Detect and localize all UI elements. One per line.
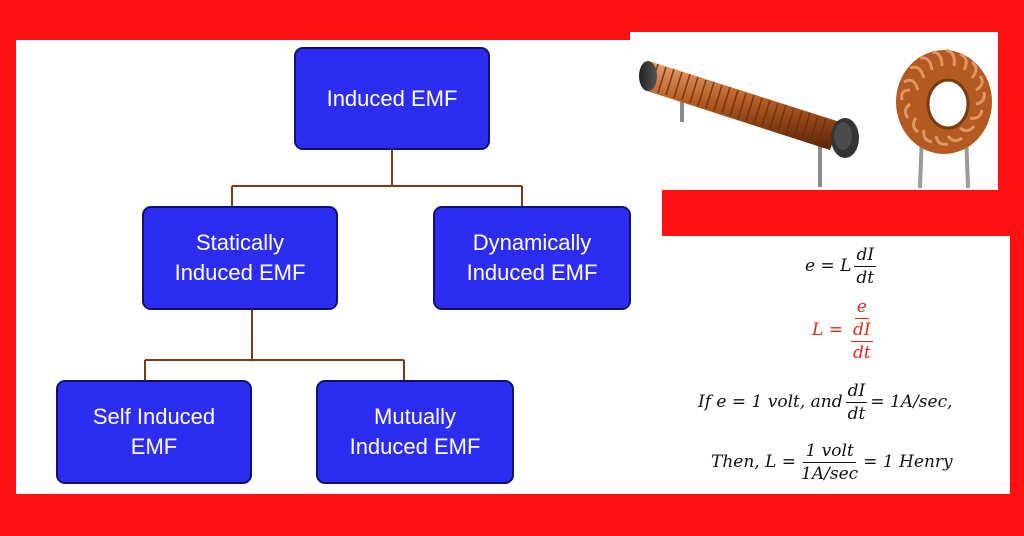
- equations-panel: [662, 236, 1010, 494]
- solenoid-coil-icon: [639, 61, 859, 187]
- eq3-post: = 1A/sec,: [870, 392, 953, 412]
- equation-inductance: L = e dI dt: [812, 292, 881, 368]
- toroid-coil-icon: [896, 48, 992, 189]
- eq2-den-num: dI: [850, 320, 873, 342]
- eq4-num: 1 volt: [803, 440, 856, 463]
- eq4-pre: Then, L =: [711, 452, 797, 472]
- eq3-fraction: dI dt: [845, 380, 868, 424]
- equation-emf: e = L dI dt: [805, 240, 879, 292]
- eq1-num: dI: [854, 244, 877, 267]
- inductor-photo-panel: [630, 32, 998, 190]
- node-dynamically-induced-emf: Dynamically Induced EMF: [433, 206, 631, 310]
- node-statically-induced-emf: Statically Induced EMF: [142, 206, 338, 310]
- eq3-den: dt: [847, 403, 866, 424]
- eq4-fraction: 1 volt 1A/sec: [799, 441, 860, 484]
- equation-henry: Then, L = 1 volt 1A/sec = 1 Henry: [711, 436, 953, 488]
- eq3-pre: If e = 1 volt, and: [698, 392, 843, 412]
- eq4-den: 1A/sec: [801, 463, 859, 484]
- eq2-lhs: L =: [812, 320, 843, 340]
- eq2-num: e: [854, 297, 869, 319]
- eq3-num: dI: [845, 380, 868, 403]
- eq2-den-den: dt: [852, 343, 871, 363]
- inductor-photo: [639, 48, 992, 189]
- equation-condition: If e = 1 volt, and dI dt = 1A/sec,: [698, 376, 953, 428]
- eq1-lhs: e = L: [805, 256, 852, 276]
- node-induced-emf: Induced EMF: [294, 47, 490, 150]
- node-mutually-induced-emf: Mutually Induced EMF: [316, 380, 514, 484]
- eq2-den: dI dt: [846, 319, 878, 363]
- node-self-induced-emf: Self Induced EMF: [56, 380, 252, 484]
- eq1-den: dt: [856, 267, 875, 288]
- eq2-fraction: e dI dt: [846, 297, 878, 363]
- eq2-inner-fraction: dI dt: [850, 320, 873, 363]
- eq4-post: = 1 Henry: [863, 452, 953, 472]
- eq1-fraction: dI dt: [854, 244, 877, 288]
